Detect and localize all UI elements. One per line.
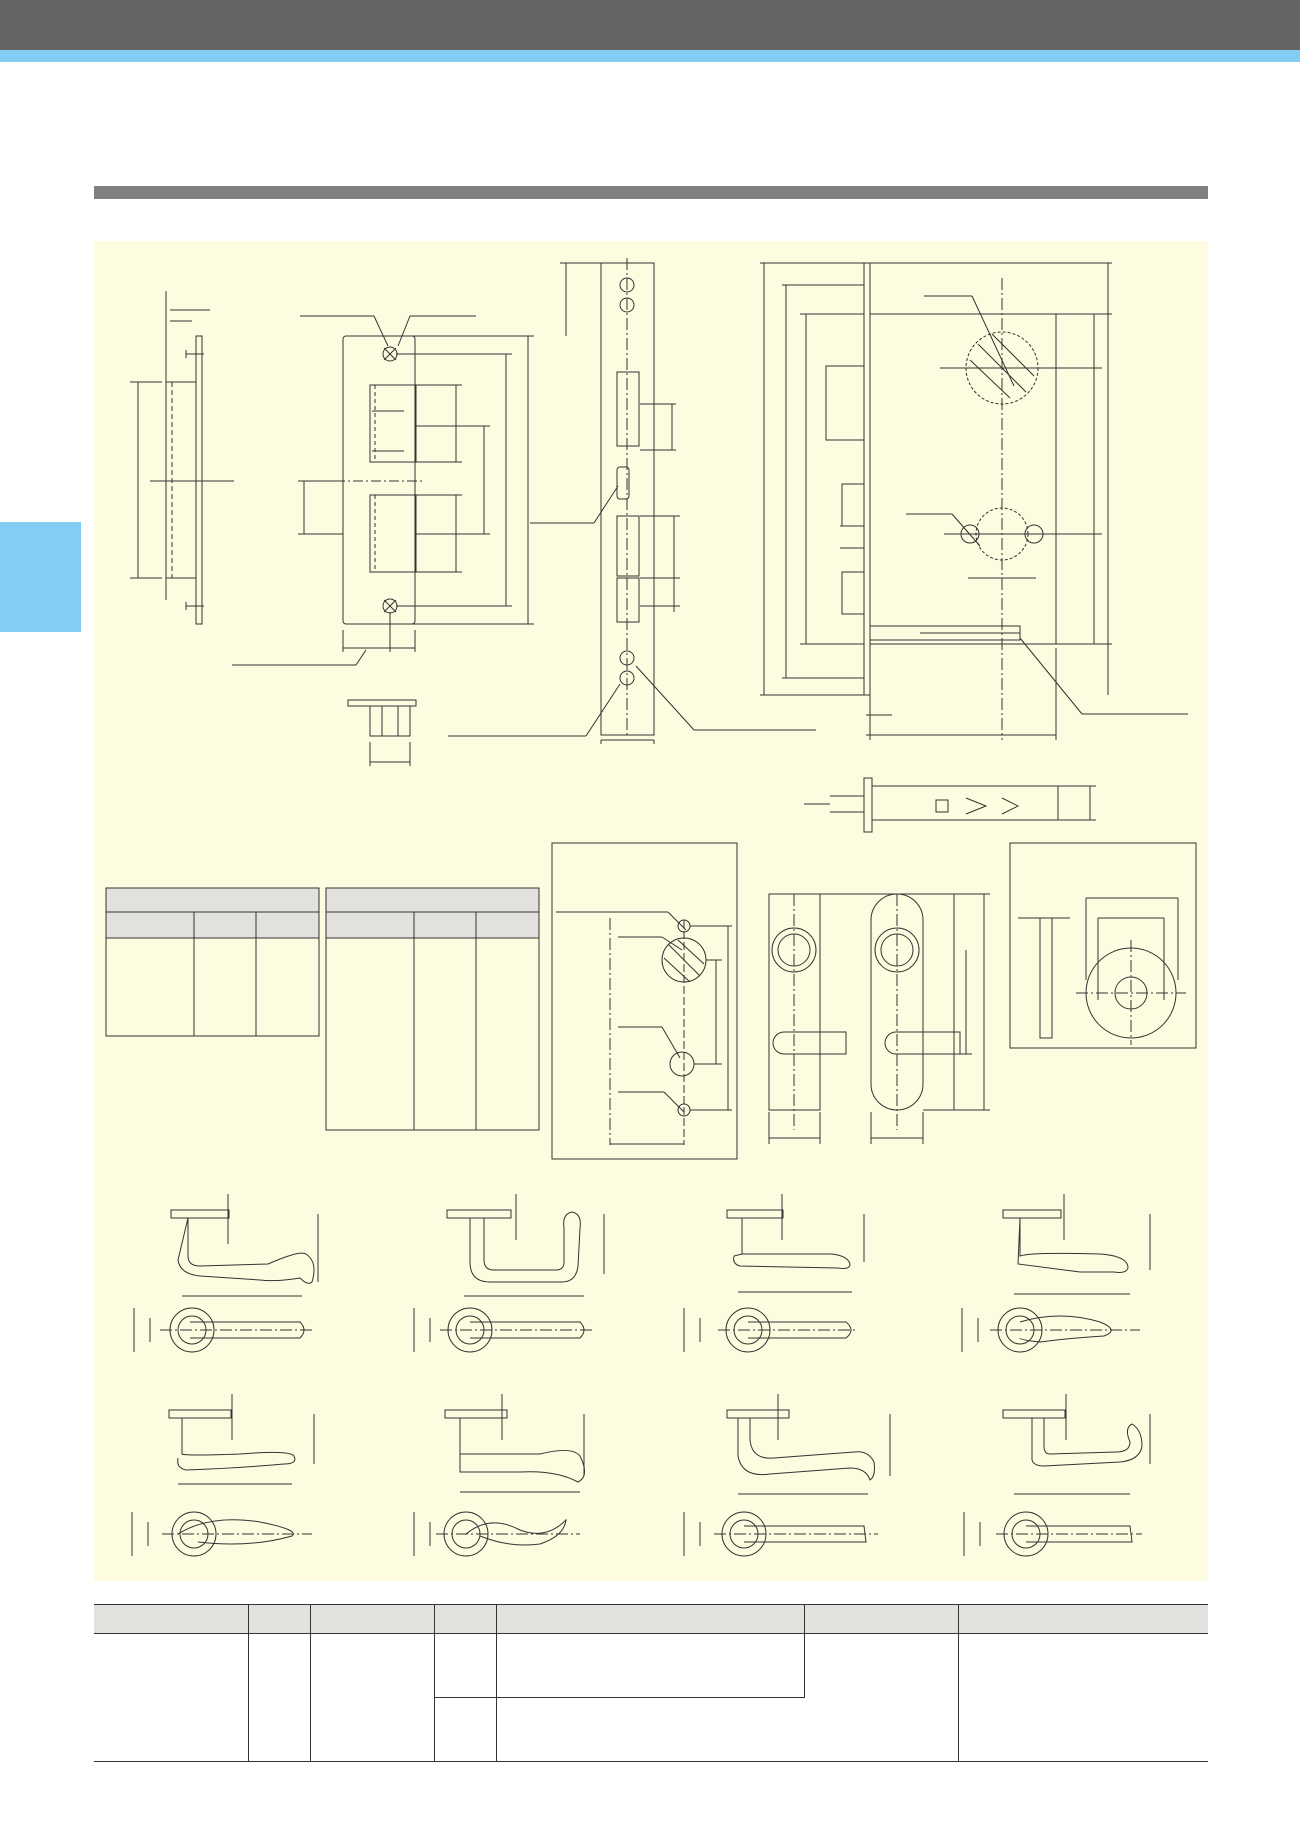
lever-handle-drawing xyxy=(446,1194,605,1297)
escutcheon-drawing xyxy=(768,893,990,1144)
mortise-lock-drawing xyxy=(760,262,1188,833)
mini-table-left xyxy=(105,887,320,1037)
lever-handle-drawing xyxy=(963,1511,1142,1557)
lever-handle-drawing xyxy=(683,1307,858,1353)
spec-cell xyxy=(94,1633,249,1762)
lever-handle-drawing xyxy=(444,1394,585,1493)
spec-header-cell xyxy=(94,1604,249,1634)
rose-drawing xyxy=(1009,842,1197,1049)
spec-cell xyxy=(434,1633,497,1698)
spec-cell xyxy=(958,1633,1208,1762)
spec-header-cell xyxy=(804,1604,959,1634)
spec-header-cell xyxy=(310,1604,435,1634)
table-row xyxy=(94,1697,1208,1762)
lever-handle-drawing xyxy=(961,1307,1140,1353)
spec-header-cell xyxy=(248,1604,311,1634)
boring-detail-drawing xyxy=(551,842,738,1160)
spec-header-cell xyxy=(958,1604,1208,1634)
spec-cell xyxy=(496,1633,805,1698)
lever-handle-drawing xyxy=(1002,1194,1151,1295)
spec-table xyxy=(94,1604,1208,1762)
header-bar xyxy=(0,0,1300,50)
lever-handle-drawing xyxy=(168,1394,315,1485)
spec-cell xyxy=(804,1633,959,1762)
front-plate-drawing xyxy=(448,258,816,744)
spec-header-cell xyxy=(496,1604,805,1634)
lever-handle-drawing xyxy=(683,1511,878,1557)
spec-cell xyxy=(434,1697,497,1762)
lever-handle-drawing xyxy=(131,1511,312,1557)
lever-handle-drawing xyxy=(413,1511,580,1557)
lever-handle-drawing xyxy=(413,1307,592,1353)
mini-table-right xyxy=(325,887,540,1131)
lever-handle-drawing xyxy=(1002,1394,1151,1495)
side-chapter-tab xyxy=(0,522,81,632)
lever-handle-drawing xyxy=(726,1394,891,1495)
strike-plate-drawing xyxy=(232,315,534,766)
spec-cell xyxy=(248,1633,311,1762)
lever-handles xyxy=(131,1194,1151,1557)
spec-header-cell xyxy=(434,1604,497,1634)
spec-table-header-row xyxy=(94,1604,1208,1634)
spec-cell xyxy=(496,1697,804,1762)
table-row xyxy=(94,1633,1208,1762)
lever-handle-drawing xyxy=(726,1194,865,1293)
section-title-bar xyxy=(94,186,1208,199)
header-accent-stripe xyxy=(0,50,1300,62)
strike-profile-drawing xyxy=(130,291,234,625)
spec-cell xyxy=(310,1633,435,1762)
lever-handle-drawing xyxy=(170,1194,319,1297)
lever-handle-drawing xyxy=(133,1307,312,1353)
